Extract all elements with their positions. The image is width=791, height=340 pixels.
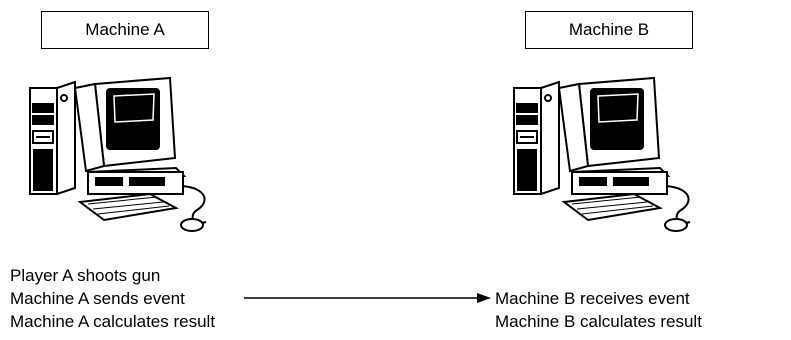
machine-b-caption: Machine B receives event Machine B calcu… bbox=[495, 287, 702, 333]
caption-line: Machine B receives event bbox=[495, 287, 702, 310]
caption-line: Machine A sends event bbox=[10, 287, 215, 310]
caption-line: Player A shoots gun bbox=[10, 264, 215, 287]
caption-line: Machine B calculates result bbox=[495, 310, 702, 333]
caption-line: Machine A calculates result bbox=[10, 310, 215, 333]
machine-a-caption: Player A shoots gun Machine A sends even… bbox=[10, 264, 215, 333]
